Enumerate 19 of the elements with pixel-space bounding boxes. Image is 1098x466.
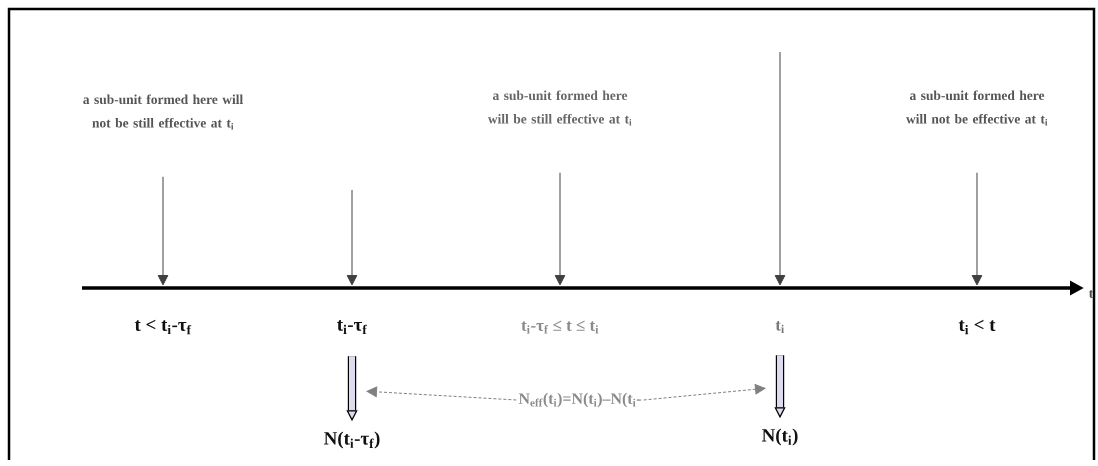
arrow [971,172,983,286]
dashed-arrow [366,386,517,401]
time-label: t$_{i}$ < t [958,319,996,335]
count-label: N(t$_{i}$) [762,428,798,446]
annotation-text: a sub-unit formed here will not be effective at t$_{i}$ [906,90,1048,126]
time-label: t$_{i}$ [775,320,785,334]
time-label: t < t$_{i}$-τ$_{f}$ [134,319,192,335]
arrow [774,51,786,286]
dashed-arrow [643,383,766,401]
time-label: t$_{i}$-τ$_{f}$ [337,319,367,334]
axis-label: t [1088,290,1094,298]
count-label: N(t$_{i}$-τ$_{f}$) [324,431,380,449]
arrow [346,189,358,286]
arrow [157,176,169,286]
arrow [554,172,566,286]
formula-label: N$_{eff}$(t$_{i}$)=N(t$_{i}$)–N(t$_{i}$- [518,392,641,408]
time-label: t$_{i}$-τ$_{f}$ ≤ t ≤ t$_{i}$ [521,320,599,334]
annotation-text: a sub-unit formed here will not be still effective at t$_{i}$ [83,94,243,130]
annotation-text: a sub-unit formed here will be still effective at t$_{i}$ [487,90,632,126]
